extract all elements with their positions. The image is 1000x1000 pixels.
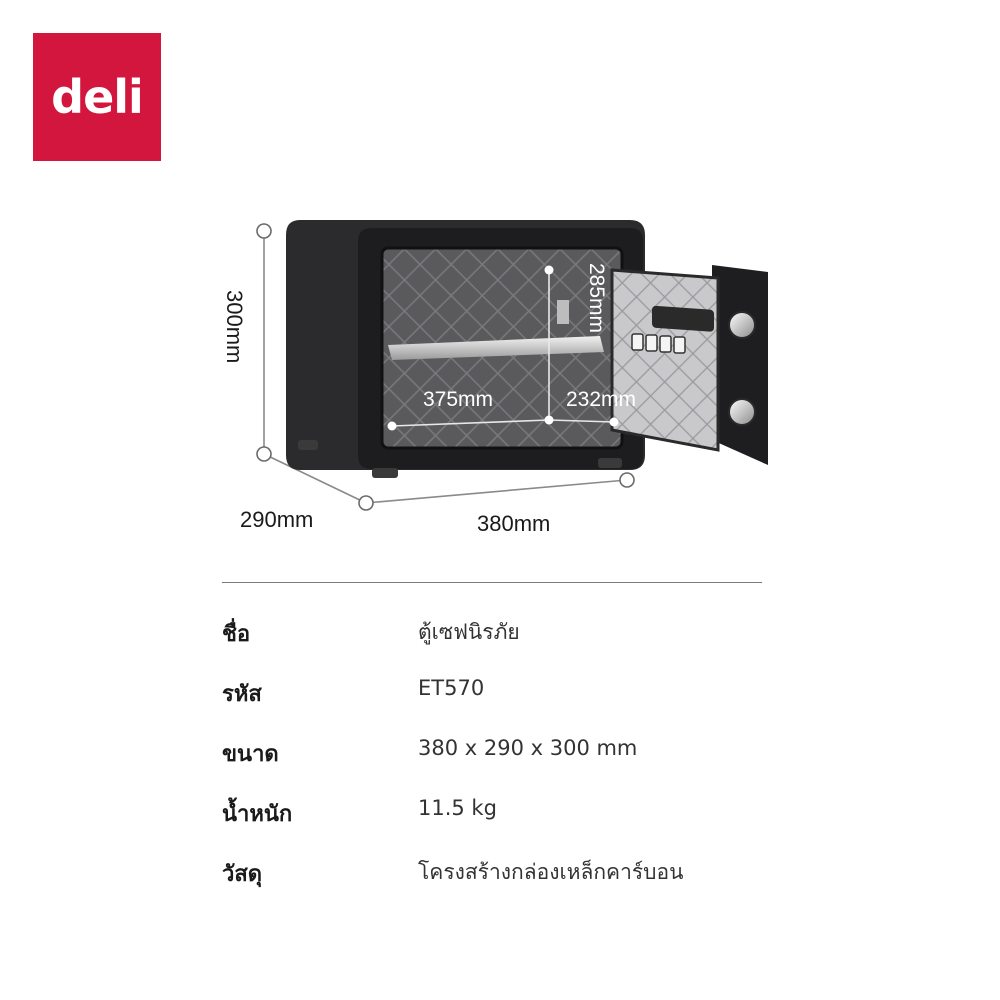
brand-logo-text: deli: [51, 70, 144, 124]
spec-value: 11.5 kg: [418, 796, 497, 820]
spec-key: รหัส: [222, 682, 262, 707]
spec-key: ขนาด: [222, 742, 279, 767]
spec-value: โครงสร้างกล่องเหล็กคาร์บอน: [418, 860, 684, 884]
safe-body: [286, 220, 645, 478]
inner-dimension-endpoints: [387, 265, 619, 431]
inner-width-label: 375mm: [423, 388, 494, 411]
keypad-buttons: [631, 333, 686, 354]
section-divider: [222, 582, 762, 583]
spec-key: น้ำหนัก: [222, 802, 293, 827]
spec-table: ชื่อ ตู้เซฟนิรภัย รหัส ET570 ขนาด 380 x …: [222, 610, 782, 910]
spec-row-material: วัสดุ โครงสร้างกล่องเหล็กคาร์บอน: [222, 850, 782, 910]
spec-value: ตู้เซฟนิรภัย: [418, 620, 520, 644]
spec-key: ชื่อ: [222, 622, 251, 647]
dimension-lines: [263, 231, 628, 504]
brand-logo: deli: [33, 33, 161, 161]
spec-key: วัสดุ: [222, 862, 263, 887]
spec-row-weight: น้ำหนัก 11.5 kg: [222, 790, 782, 850]
spec-value: ET570: [418, 676, 485, 700]
height-dimension-label: 300mm: [222, 290, 247, 364]
inner-dimension-lines: [391, 270, 615, 427]
safe-door: [610, 265, 768, 465]
depth-dimension-label: 290mm: [240, 507, 314, 532]
dimension-endpoints: [256, 223, 635, 511]
width-dimension-label: 380mm: [477, 511, 551, 536]
spec-row-size: ขนาด 380 x 290 x 300 mm: [222, 730, 782, 790]
safe-illustration: [256, 220, 768, 511]
spec-value: 380 x 290 x 300 mm: [418, 736, 638, 760]
spec-row-name: ชื่อ ตู้เซฟนิรภัย: [222, 610, 782, 670]
inner-height-label: 285mm: [585, 263, 608, 334]
inner-depth-label: 232mm: [566, 388, 637, 411]
product-diagram: 300mm 290mm 380mm 375mm 232mm 285mm: [222, 220, 768, 536]
spec-row-code: รหัส ET570: [222, 670, 782, 730]
